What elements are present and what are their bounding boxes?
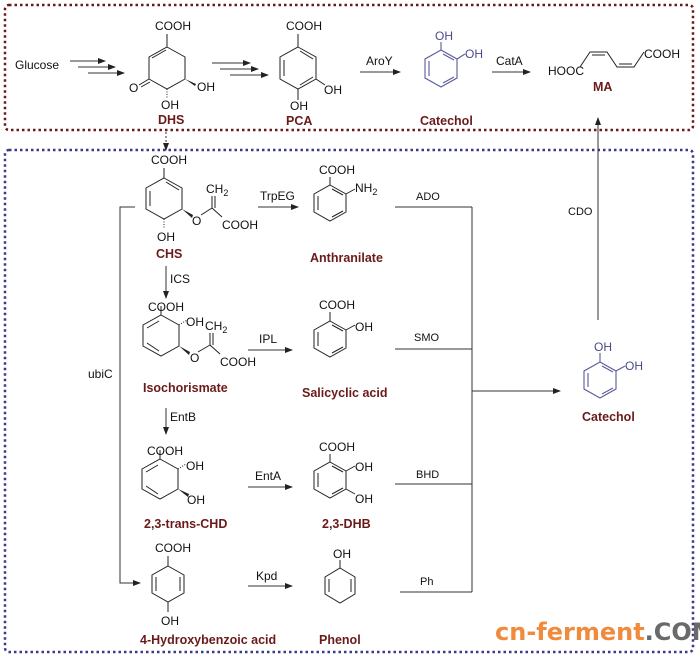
chs-cooh-2: COOH [222,218,258,232]
chd-oh-1: OH [186,459,204,473]
chs-label: CHS [156,247,182,261]
catechol-top-label: Catechol [420,114,473,128]
isochorismate-ch2: CH2 [205,319,227,335]
cata-label: CatA [496,54,523,68]
dhb-label: 2,3-DHB [322,517,371,531]
top-pathway-box [3,3,695,132]
anthranilate-cooh: COOH [319,163,355,177]
ubic-label: ubiC [88,367,113,381]
anthranilate-label: Anthranilate [310,251,383,265]
multi-step-arrow-glucose-dhs [70,58,125,76]
pca-oh-2: OH [290,99,308,113]
catechol-bottom-oh-1: OH [594,340,612,354]
catechol-top-oh-1: OH [435,29,453,43]
catechol-top-structure [424,42,466,88]
chs-structure [145,168,223,229]
dhs-cooh: COOH [155,19,191,33]
aroy-label: AroY [366,54,393,68]
watermark-primary: cn-ferment [495,618,645,646]
trpeg-label: TrpEG [260,189,295,203]
ph-label: Ph [420,576,433,588]
dhb-oh-1: OH [355,460,373,474]
anthranilate-structure [313,177,356,222]
watermark-secondary: .COM [645,618,700,646]
ma-label: MA [593,80,612,94]
phenol-label: Phenol [319,633,361,647]
chs-ch2: CH2 [206,182,228,198]
dhs-oh-2: OH [197,80,215,94]
dhs-oh-1: OH [161,98,179,112]
ubic-bracket [119,206,141,586]
chd-cooh: COOH [147,444,183,458]
dhs-structure [138,34,196,99]
catechol-top-oh-2: OH [465,47,483,61]
enta-label: EntA [255,469,281,483]
chd-oh-2: OH [187,493,205,507]
ics-label: ICS [170,272,190,286]
catechol-bottom-label: Catechol [582,410,635,424]
pca-structure [279,34,326,100]
chs-cooh: COOH [151,153,187,167]
ma-hooc: HOOC [548,64,584,78]
pca-oh-1: OH [324,83,342,97]
salicylic-structure [313,312,356,358]
ado-label: ADO [416,191,440,203]
kpd-label: Kpd [256,569,277,583]
bottom-pathway-box [3,148,695,654]
chs-o: O [192,214,201,228]
dhb-cooh: COOH [319,440,355,454]
dhb-structure [313,454,356,499]
chd-label: 2,3-trans-CHD [144,517,227,531]
isochorismate-structure [142,306,221,357]
pca-label: PCA [286,114,312,128]
watermark-logo: cn-ferment.COM [495,618,700,646]
anthranilate-nh2: NH2 [355,181,377,197]
multi-step-arrow-dhs-pca [212,60,269,78]
pca-cooh: COOH [286,19,322,33]
ipl-label: IPL [259,332,277,346]
ma-structure [579,51,645,68]
hba-structure [151,556,185,612]
hba-label: 4-Hydroxybenzoic acid [140,633,276,647]
isochorismate-o: O [190,351,199,365]
hba-oh: OH [161,614,179,628]
isochorismate-oh: OH [186,315,204,329]
convergence-lines [395,206,561,593]
isochorismate-cooh: COOH [148,300,184,314]
smo-label: SMO [414,332,440,344]
cdo-label: CDO [568,206,593,218]
catechol-bottom-oh-2: OH [625,359,643,373]
phenol-structure [324,560,356,604]
salicylic-label: Salicyclic acid [302,386,387,400]
salicylic-oh: OH [355,320,373,334]
salicylic-cooh: COOH [319,298,355,312]
phenol-oh: OH [333,547,351,561]
chs-oh: OH [157,230,175,244]
glucose-label: Glucose [15,58,59,72]
chd-structure [141,450,189,500]
catechol-bottom-structure [583,353,626,399]
hba-cooh: COOH [155,541,191,555]
isochorismate-label: Isochorismate [143,381,228,395]
dhs-oxo: O [129,81,138,95]
dhb-oh-2: OH [355,492,373,506]
entb-label: EntB [170,410,196,424]
dhs-label: DHS [158,113,184,127]
ma-cooh: COOH [644,47,680,61]
isochorismate-cooh-2: COOH [220,355,256,369]
bhd-label: BHD [416,469,439,481]
